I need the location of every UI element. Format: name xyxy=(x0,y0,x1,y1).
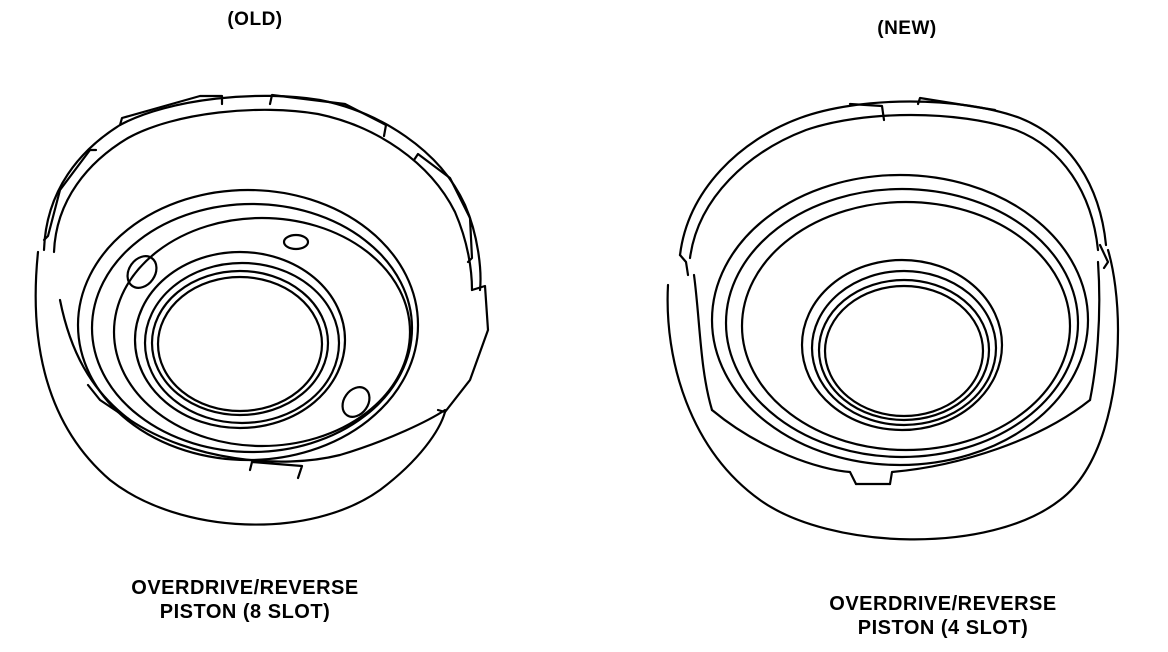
new-piston xyxy=(666,96,1120,541)
old-piston-hole-1 xyxy=(126,255,158,289)
new-piston-slot-4 xyxy=(1098,243,1110,270)
old-piston-slot-5 xyxy=(436,284,490,414)
old-piston xyxy=(34,93,490,526)
old-label: (OLD) xyxy=(227,9,283,30)
new-piston-hub-inner xyxy=(817,278,991,422)
new-piston-slot-1 xyxy=(848,102,886,122)
new-piston-outer-wall xyxy=(666,248,1120,541)
old-caption: OVERDRIVE/REVERSE PISTON (8 SLOT) xyxy=(80,576,410,624)
new-piston-slot-2 xyxy=(916,96,997,112)
old-piston-hole-3 xyxy=(341,386,371,418)
new-piston-rim-inner xyxy=(688,113,1100,260)
old-piston-rim-inner xyxy=(52,108,474,292)
old-piston-hub-ring xyxy=(143,261,341,425)
old-piston-inner-ring-3 xyxy=(112,216,412,448)
old-piston-hole-2 xyxy=(282,233,310,251)
old-caption-line2: PISTON (8 SLOT) xyxy=(159,601,331,623)
new-piston-hub-outer xyxy=(800,258,1004,432)
old-piston-slot-1 xyxy=(118,94,224,127)
new-label: (NEW) xyxy=(877,18,937,39)
new-piston-inner-ring-3 xyxy=(740,200,1072,452)
old-piston-slot-3 xyxy=(412,152,474,264)
new-piston-inner-lip-2 xyxy=(888,398,1092,486)
old-piston-inner-ring-1 xyxy=(76,188,420,462)
new-piston-inner-ring-2 xyxy=(724,187,1080,459)
new-piston-hub-ring xyxy=(810,269,998,427)
new-piston-inner-wall-2 xyxy=(1088,260,1101,402)
old-piston-outer-wall xyxy=(34,250,447,526)
old-piston-hub-outer xyxy=(133,250,347,430)
new-caption-line2: PISTON (4 SLOT) xyxy=(857,617,1029,639)
old-caption-line1: OVERDRIVE/REVERSE xyxy=(131,577,359,599)
new-piston-inner-ring-1 xyxy=(710,173,1090,467)
old-piston-inner-ring-2 xyxy=(90,202,414,454)
old-piston-rim-outer xyxy=(42,94,482,292)
old-piston-slot-4 xyxy=(42,148,98,242)
new-caption-line1: OVERDRIVE/REVERSE xyxy=(829,593,1057,615)
new-piston-inner-wall-1 xyxy=(692,273,714,412)
new-piston-inner-lip xyxy=(710,408,858,486)
new-piston-rim-outer xyxy=(678,100,1108,257)
old-piston-slot-2 xyxy=(268,93,388,138)
new-piston-slot-3 xyxy=(678,253,690,277)
new-piston-hub-bore xyxy=(823,284,985,418)
old-piston-hub-inner xyxy=(150,269,330,417)
old-piston-hub-bore xyxy=(156,275,324,413)
old-piston-inner-lip xyxy=(58,298,447,463)
old-piston-bottom-slot xyxy=(248,460,304,480)
new-caption: OVERDRIVE/REVERSE PISTON (4 SLOT) xyxy=(778,592,1108,640)
